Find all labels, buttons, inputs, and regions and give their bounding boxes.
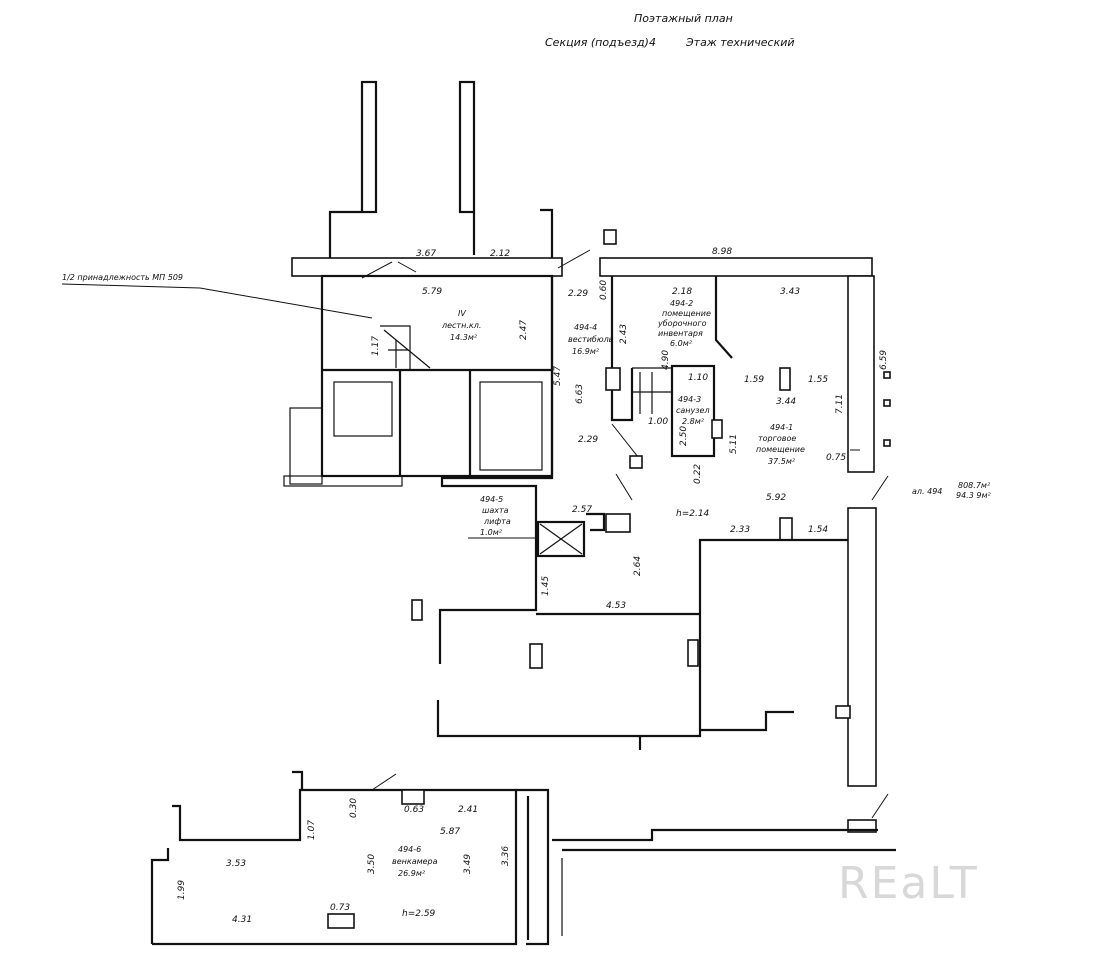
dim: 3.49 xyxy=(463,854,473,874)
room-retail: 494-1 торговое помещение 37.5м² xyxy=(756,423,805,466)
dim: 3.50 xyxy=(367,854,377,874)
room-vent-chamber: 494-6 венкамера 26.9м² xyxy=(392,845,438,878)
note-leader xyxy=(199,287,373,319)
lower-hall-walls xyxy=(436,507,889,833)
dim: 1.54 xyxy=(808,525,828,535)
dim: 2.47 xyxy=(519,320,529,340)
dim: 1.55 xyxy=(808,375,828,385)
dim: 0.30 xyxy=(349,798,359,818)
room-name: шахта xyxy=(482,506,509,515)
dim: 2.18 xyxy=(672,287,692,297)
room-code: 494-6 xyxy=(398,845,421,854)
dim: 6.59 xyxy=(879,350,889,370)
dim: h=2.14 xyxy=(676,509,710,519)
bottom-corridor xyxy=(552,828,896,936)
dim: 3.36 xyxy=(501,846,511,866)
totals-area1: 808.7м² xyxy=(958,481,991,490)
room-name: помещение xyxy=(662,309,711,318)
dim: 3.43 xyxy=(780,287,800,297)
dim: 4.90 xyxy=(661,350,671,370)
plan-title: Поэтажный план xyxy=(634,12,733,25)
room-name: помещение xyxy=(756,445,805,454)
vestibule-walls xyxy=(411,229,643,664)
totals-area2: 94.3 9м² xyxy=(956,491,991,500)
dimension-labels: 3.67 2.12 5.79 2.47 1.17 2.29 0.60 2.43 … xyxy=(177,247,889,925)
room-lift-shaft: 494-5 шахта лифта 1.0м² xyxy=(480,495,511,537)
dim: 5.47 xyxy=(553,366,563,386)
dim: 3.53 xyxy=(226,859,246,869)
room-area: 14.3м² xyxy=(450,333,478,342)
dim: 0.22 xyxy=(693,464,703,484)
room-area: 6.0м² xyxy=(670,339,693,348)
dim: 5.79 xyxy=(422,287,442,297)
watermark-logo: REaLT xyxy=(838,858,979,909)
room-name: лестн.кл. xyxy=(441,321,481,330)
section-label: Секция (подъезд)4 xyxy=(545,36,656,49)
dim: 1.10 xyxy=(688,373,708,383)
room-name: санузел xyxy=(676,406,710,415)
room-name: вестибюль xyxy=(568,335,614,344)
room-area: 1.0м² xyxy=(480,528,503,537)
totals-label: ал. 494 xyxy=(912,487,942,496)
dim: 3.44 xyxy=(776,397,796,407)
room-code: 494-3 xyxy=(678,395,701,404)
dim: 8.98 xyxy=(712,247,732,257)
room-code: 494-1 xyxy=(770,423,793,432)
dim: 2.41 xyxy=(458,805,478,815)
dim: 1.45 xyxy=(541,576,551,596)
floor-label: Этаж технический xyxy=(685,36,795,49)
room-area: 16.9м² xyxy=(572,347,600,356)
dim: 2.33 xyxy=(730,525,750,535)
room-area: 37.5м² xyxy=(768,457,796,466)
room-cleaning-storage: 494-2 помещение уборочного инвентаря 6.0… xyxy=(657,299,711,348)
dim: 4.53 xyxy=(606,601,626,611)
room-name: инвентаря xyxy=(658,329,703,338)
dim: 2.64 xyxy=(633,556,643,576)
room-name: уборочного xyxy=(657,319,707,328)
room-name: венкамера xyxy=(392,857,438,866)
dim: 4.31 xyxy=(232,915,252,925)
stairwell-block xyxy=(283,249,591,487)
dim: h=2.59 xyxy=(402,909,436,919)
dim: 0.63 xyxy=(404,805,424,815)
dim: 5.92 xyxy=(766,493,786,503)
ownership-note: 1/2 принадлежность МП 509 xyxy=(62,273,183,282)
room-bathroom: 494-3 санузел 2.8м² xyxy=(676,395,710,426)
dim: 0.73 xyxy=(330,903,350,913)
dim: 0.75 xyxy=(826,453,846,463)
dim: 1.99 xyxy=(177,880,187,900)
dim: 1.59 xyxy=(744,375,764,385)
dim: 7.11 xyxy=(835,394,845,414)
room-area: 2.8м² xyxy=(682,417,705,426)
room-code: 494-4 xyxy=(574,323,597,332)
dim: 1.17 xyxy=(371,336,381,356)
dim: 5.11 xyxy=(729,434,739,454)
room-stairwell: IV лестн.кл. 14.3м² xyxy=(441,309,481,342)
room-code: 494-5 xyxy=(480,495,503,504)
room-vestibule: 494-4 вестибюль 16.9м² xyxy=(568,323,614,356)
room-name: торговое xyxy=(758,434,796,443)
dim: 2.12 xyxy=(490,249,510,259)
note-underline xyxy=(61,283,201,289)
dim: 2.43 xyxy=(619,324,629,344)
vent-shafts xyxy=(328,80,554,258)
dim: 3.67 xyxy=(416,249,436,259)
dim: 0.60 xyxy=(599,280,609,300)
dim: 5.87 xyxy=(440,827,460,837)
dim: 1.00 xyxy=(648,417,668,427)
dim: 1.07 xyxy=(307,820,317,840)
room-name: лифта xyxy=(483,517,511,526)
dim: 6.63 xyxy=(575,384,585,404)
dim: 2.29 xyxy=(578,435,598,445)
vent-chamber-walls xyxy=(150,770,550,946)
dim: 2.50 xyxy=(679,426,689,446)
room-code: 494-2 xyxy=(670,299,693,308)
retail-walls xyxy=(599,257,891,541)
dim: 2.57 xyxy=(572,505,592,515)
dim: 2.29 xyxy=(568,289,588,299)
room-roman: IV xyxy=(458,309,466,318)
room-area: 26.9м² xyxy=(398,869,426,878)
